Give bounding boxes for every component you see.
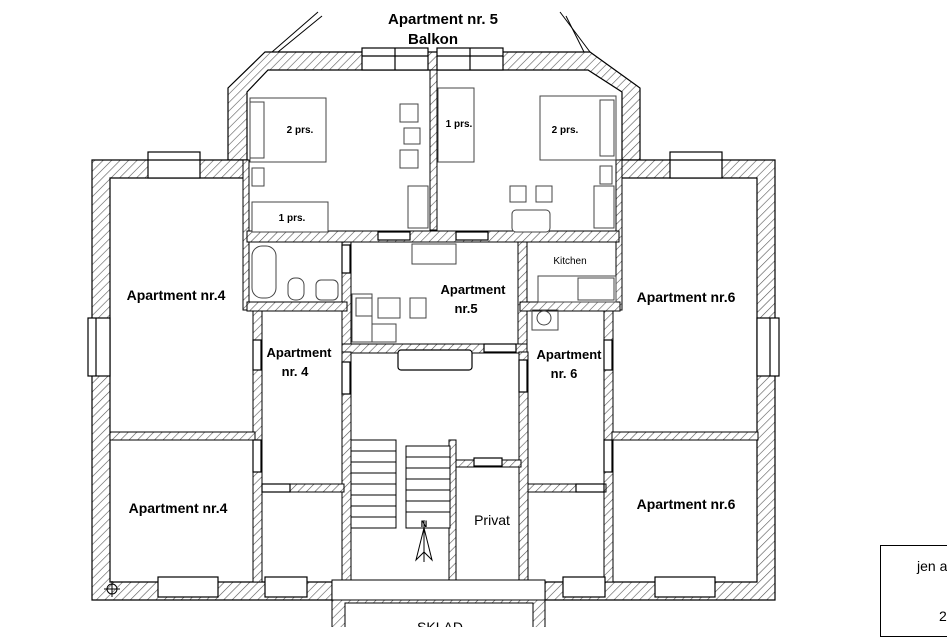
sklad-room bbox=[344, 602, 534, 627]
corner-marker bbox=[104, 581, 120, 597]
window-bottom-1 bbox=[157, 576, 219, 598]
label-privat: Privat bbox=[474, 512, 510, 528]
label-apt4-bottom: Apartment nr.4 bbox=[129, 500, 228, 516]
label-bed-right: 2 prs. bbox=[552, 125, 579, 136]
side-box-line1: jen a bbox=[917, 558, 947, 574]
label-bed-single-bottom: 1 prs. bbox=[279, 213, 306, 224]
windows bbox=[87, 47, 780, 598]
label-apt6-small-1: Apartment bbox=[536, 347, 602, 362]
wall-left-small-top bbox=[246, 301, 348, 312]
wall-bedroom-bottom bbox=[246, 230, 620, 243]
window-bottom-2 bbox=[264, 576, 308, 598]
title-line1: Apartment nr. 5 bbox=[388, 11, 498, 28]
wall-right-small-mid bbox=[527, 483, 607, 493]
furniture bbox=[249, 87, 617, 343]
label-apt5-2: nr.5 bbox=[454, 301, 477, 316]
balcony-railings bbox=[271, 11, 591, 53]
label-north: N bbox=[421, 519, 428, 529]
single-bed-top bbox=[437, 87, 475, 163]
label-sklad: SKLAD bbox=[417, 619, 463, 627]
label-apt4-top: Apartment nr.4 bbox=[127, 287, 226, 303]
label-kitchen: Kitchen bbox=[553, 256, 586, 267]
window-left-side bbox=[87, 317, 111, 377]
side-box-line2: 2 bbox=[939, 608, 947, 624]
label-apt6-top: Apartment nr.6 bbox=[637, 289, 736, 305]
label-apt6-small-2: nr. 6 bbox=[551, 366, 578, 381]
label-apt4-small-1: Apartment bbox=[266, 345, 332, 360]
room-labels: Apartment nr. 5 Balkon Apartment nr.4 Ap… bbox=[127, 11, 736, 627]
stove bbox=[536, 310, 552, 326]
bathtub bbox=[251, 245, 277, 299]
sink bbox=[315, 279, 339, 301]
wall-left-mid-h bbox=[109, 431, 256, 441]
window-bottom-3 bbox=[562, 576, 606, 598]
single-bed-bottom bbox=[251, 201, 329, 233]
label-apt5-1: Apartment bbox=[440, 282, 506, 297]
window-right-side bbox=[756, 317, 780, 377]
title-line2: Balkon bbox=[408, 31, 458, 48]
doors bbox=[252, 231, 613, 493]
wall-right-mid-h bbox=[611, 431, 759, 441]
wall-bottom bbox=[331, 579, 546, 601]
label-bed-left: 2 prs. bbox=[287, 125, 314, 136]
north-arrow bbox=[415, 520, 433, 562]
wardrobe-right bbox=[593, 185, 615, 229]
label-bed-single-top: 1 prs. bbox=[446, 119, 473, 130]
label-apt6-bottom: Apartment nr.6 bbox=[637, 496, 736, 512]
wardrobe-left bbox=[407, 185, 429, 229]
window-right-top bbox=[669, 151, 723, 179]
exterior-walls bbox=[91, 51, 776, 627]
sofa bbox=[411, 243, 457, 265]
window-bottom-4 bbox=[654, 576, 716, 598]
side-info-box: jen a 2 bbox=[880, 545, 947, 637]
wall-right-wing bbox=[544, 159, 776, 601]
wall-balcony-divider bbox=[429, 69, 438, 231]
window-corridor bbox=[397, 349, 473, 371]
window-left-top bbox=[147, 151, 201, 179]
label-apt4-small-2: nr. 4 bbox=[282, 364, 310, 379]
staircase bbox=[350, 439, 451, 529]
wall-apt5-right bbox=[517, 241, 528, 353]
toilet bbox=[287, 277, 305, 301]
